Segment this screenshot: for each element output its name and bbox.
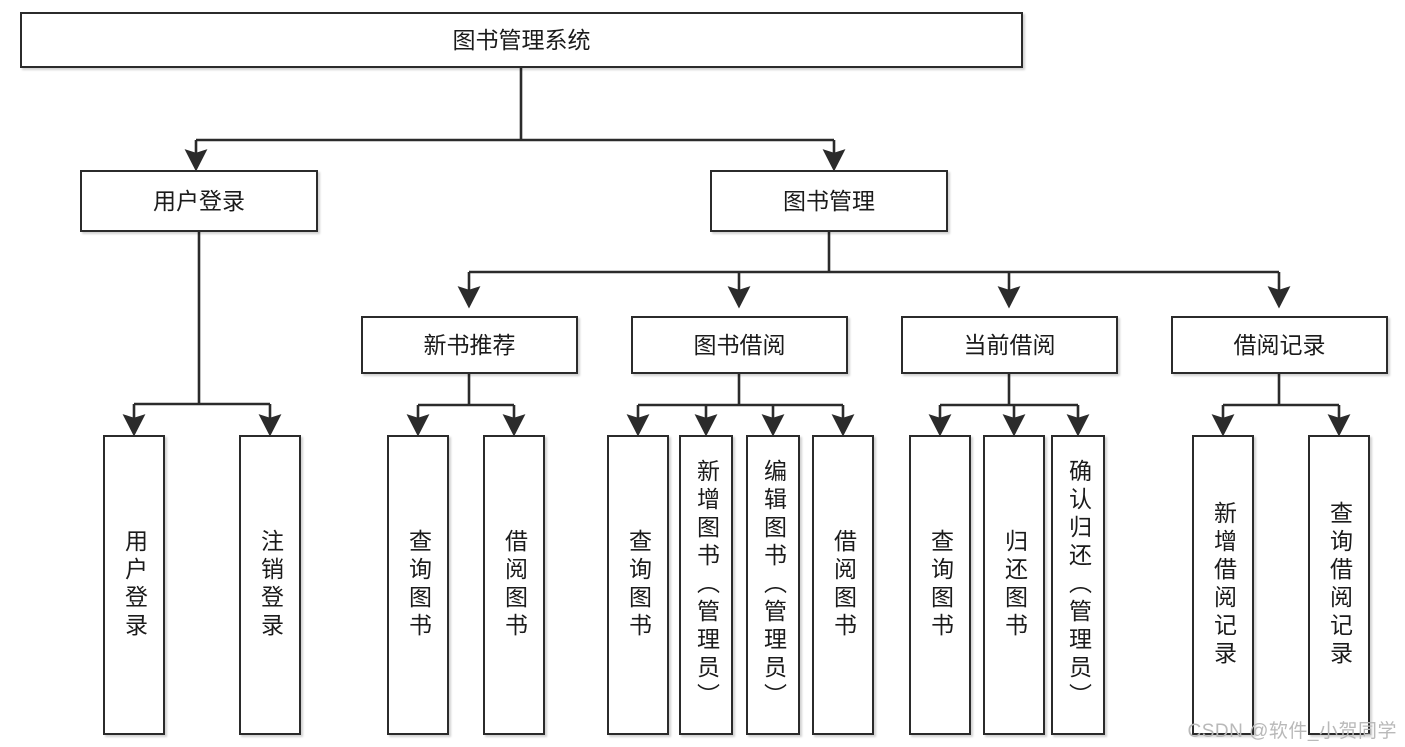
node-leaf-add-book-label: 新增图书（管理员）: [693, 459, 720, 711]
watermark: CSDN @软件_小贺同学: [1187, 721, 1397, 742]
node-leaf-query-book-3[interactable]: 查询图书: [909, 435, 971, 735]
node-leaf-add-book[interactable]: 新增图书（管理员）: [679, 435, 733, 735]
node-leaf-add-record[interactable]: 新增借阅记录: [1192, 435, 1254, 735]
node-leaf-query-book-1-label: 查询图书: [405, 529, 432, 641]
node-book-borrow-label: 图书借阅: [693, 331, 786, 358]
node-root[interactable]: 图书管理系统: [20, 12, 1023, 68]
node-borrow-record-label: 借阅记录: [1233, 331, 1326, 358]
node-book-manage[interactable]: 图书管理: [710, 170, 948, 232]
node-new-book-rec[interactable]: 新书推荐: [361, 316, 578, 374]
node-leaf-query-record-label: 查询借阅记录: [1326, 501, 1353, 669]
node-leaf-borrow-book-2-label: 借阅图书: [830, 529, 857, 641]
node-leaf-query-book-2[interactable]: 查询图书: [607, 435, 669, 735]
node-leaf-add-record-label: 新增借阅记录: [1210, 501, 1237, 669]
node-root-label: 图书管理系统: [452, 26, 591, 53]
node-user-login-label: 用户登录: [153, 187, 245, 214]
node-leaf-borrow-book-2[interactable]: 借阅图书: [812, 435, 874, 735]
node-leaf-confirm-return[interactable]: 确认归还（管理员）: [1051, 435, 1105, 735]
node-leaf-user-login-label: 用户登录: [121, 529, 148, 641]
node-new-book-rec-label: 新书推荐: [423, 331, 516, 358]
node-book-manage-label: 图书管理: [783, 187, 875, 214]
node-leaf-logout-label: 注销登录: [257, 529, 284, 641]
node-leaf-user-login[interactable]: 用户登录: [103, 435, 165, 735]
node-user-login[interactable]: 用户登录: [80, 170, 318, 232]
node-leaf-borrow-book-1[interactable]: 借阅图书: [483, 435, 545, 735]
node-leaf-logout[interactable]: 注销登录: [239, 435, 301, 735]
node-book-borrow[interactable]: 图书借阅: [631, 316, 848, 374]
node-leaf-confirm-return-label: 确认归还（管理员）: [1065, 459, 1092, 711]
node-current-borrow[interactable]: 当前借阅: [901, 316, 1118, 374]
node-borrow-record[interactable]: 借阅记录: [1171, 316, 1388, 374]
node-leaf-query-book-2-label: 查询图书: [625, 529, 652, 641]
node-leaf-edit-book-label: 编辑图书（管理员）: [760, 459, 787, 711]
node-leaf-borrow-book-1-label: 借阅图书: [501, 529, 528, 641]
node-current-borrow-label: 当前借阅: [963, 331, 1056, 358]
node-leaf-query-book-1[interactable]: 查询图书: [387, 435, 449, 735]
node-leaf-edit-book[interactable]: 编辑图书（管理员）: [746, 435, 800, 735]
node-leaf-return-book[interactable]: 归还图书: [983, 435, 1045, 735]
node-leaf-return-book-label: 归还图书: [1001, 529, 1028, 641]
node-leaf-query-record[interactable]: 查询借阅记录: [1308, 435, 1370, 735]
node-leaf-query-book-3-label: 查询图书: [927, 529, 954, 641]
